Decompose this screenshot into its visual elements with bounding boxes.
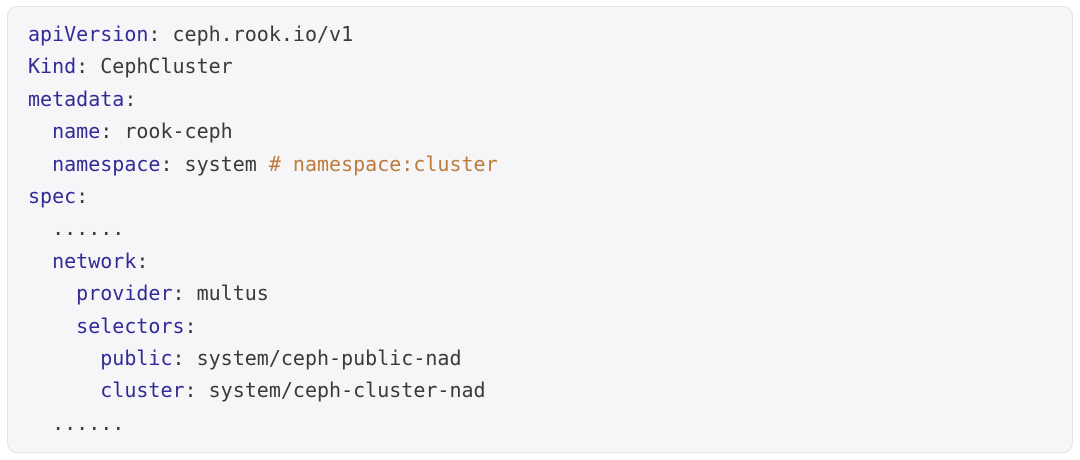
code-line: ...... [28,212,1052,244]
token-key: apiVersion [28,22,149,46]
code-line: public: system/ceph-public-nad [28,342,1052,374]
token-plain [28,119,52,143]
code-line: provider: multus [28,277,1052,309]
code-line: ...... [28,407,1052,439]
token-plain: : [124,86,137,111]
code-line: apiVersion: ceph.rook.io/v1 [28,18,1052,50]
code-line: selectors: [28,310,1052,342]
token-plain [28,281,76,305]
token-key: namespace [52,151,161,176]
token-key: network [52,248,137,273]
code-line: namespace: system # namespace:cluster [28,148,1052,180]
code-line: network: [28,245,1052,277]
code-line: Kind: CephCluster [28,50,1052,82]
token-plain: : system/ceph-cluster-nad [184,378,486,403]
token-key: provider [76,281,173,306]
token-comment: # namespace:cluster [268,151,498,176]
token-plain: ...... [28,216,125,241]
token-key: spec [28,183,77,208]
token-key: cluster [100,378,185,403]
token-key: public [100,345,173,370]
token-plain: : ceph.rook.io/v1 [148,22,354,46]
token-plain [28,378,100,402]
token-key: selectors [76,313,185,338]
token-key: Kind [28,54,77,79]
token-plain [28,346,100,370]
token-plain: : multus [172,281,269,306]
token-plain: : [136,248,149,273]
token-plain: : rook-ceph [100,119,233,144]
token-plain: : [76,183,89,208]
code-line: metadata: [28,83,1052,115]
token-plain: : CephCluster [76,54,233,79]
token-plain [28,152,52,176]
token-key: name [52,119,101,144]
token-key: metadata [28,86,125,111]
token-plain: ...... [28,410,125,435]
code-line: cluster: system/ceph-cluster-nad [28,374,1052,406]
token-plain: : [184,313,197,338]
token-plain [28,314,76,338]
code-line: name: rook-ceph [28,115,1052,147]
code-line: spec: [28,180,1052,212]
token-plain: : system [160,151,269,176]
token-plain [28,249,52,273]
token-plain: : system/ceph-public-nad [172,345,462,370]
